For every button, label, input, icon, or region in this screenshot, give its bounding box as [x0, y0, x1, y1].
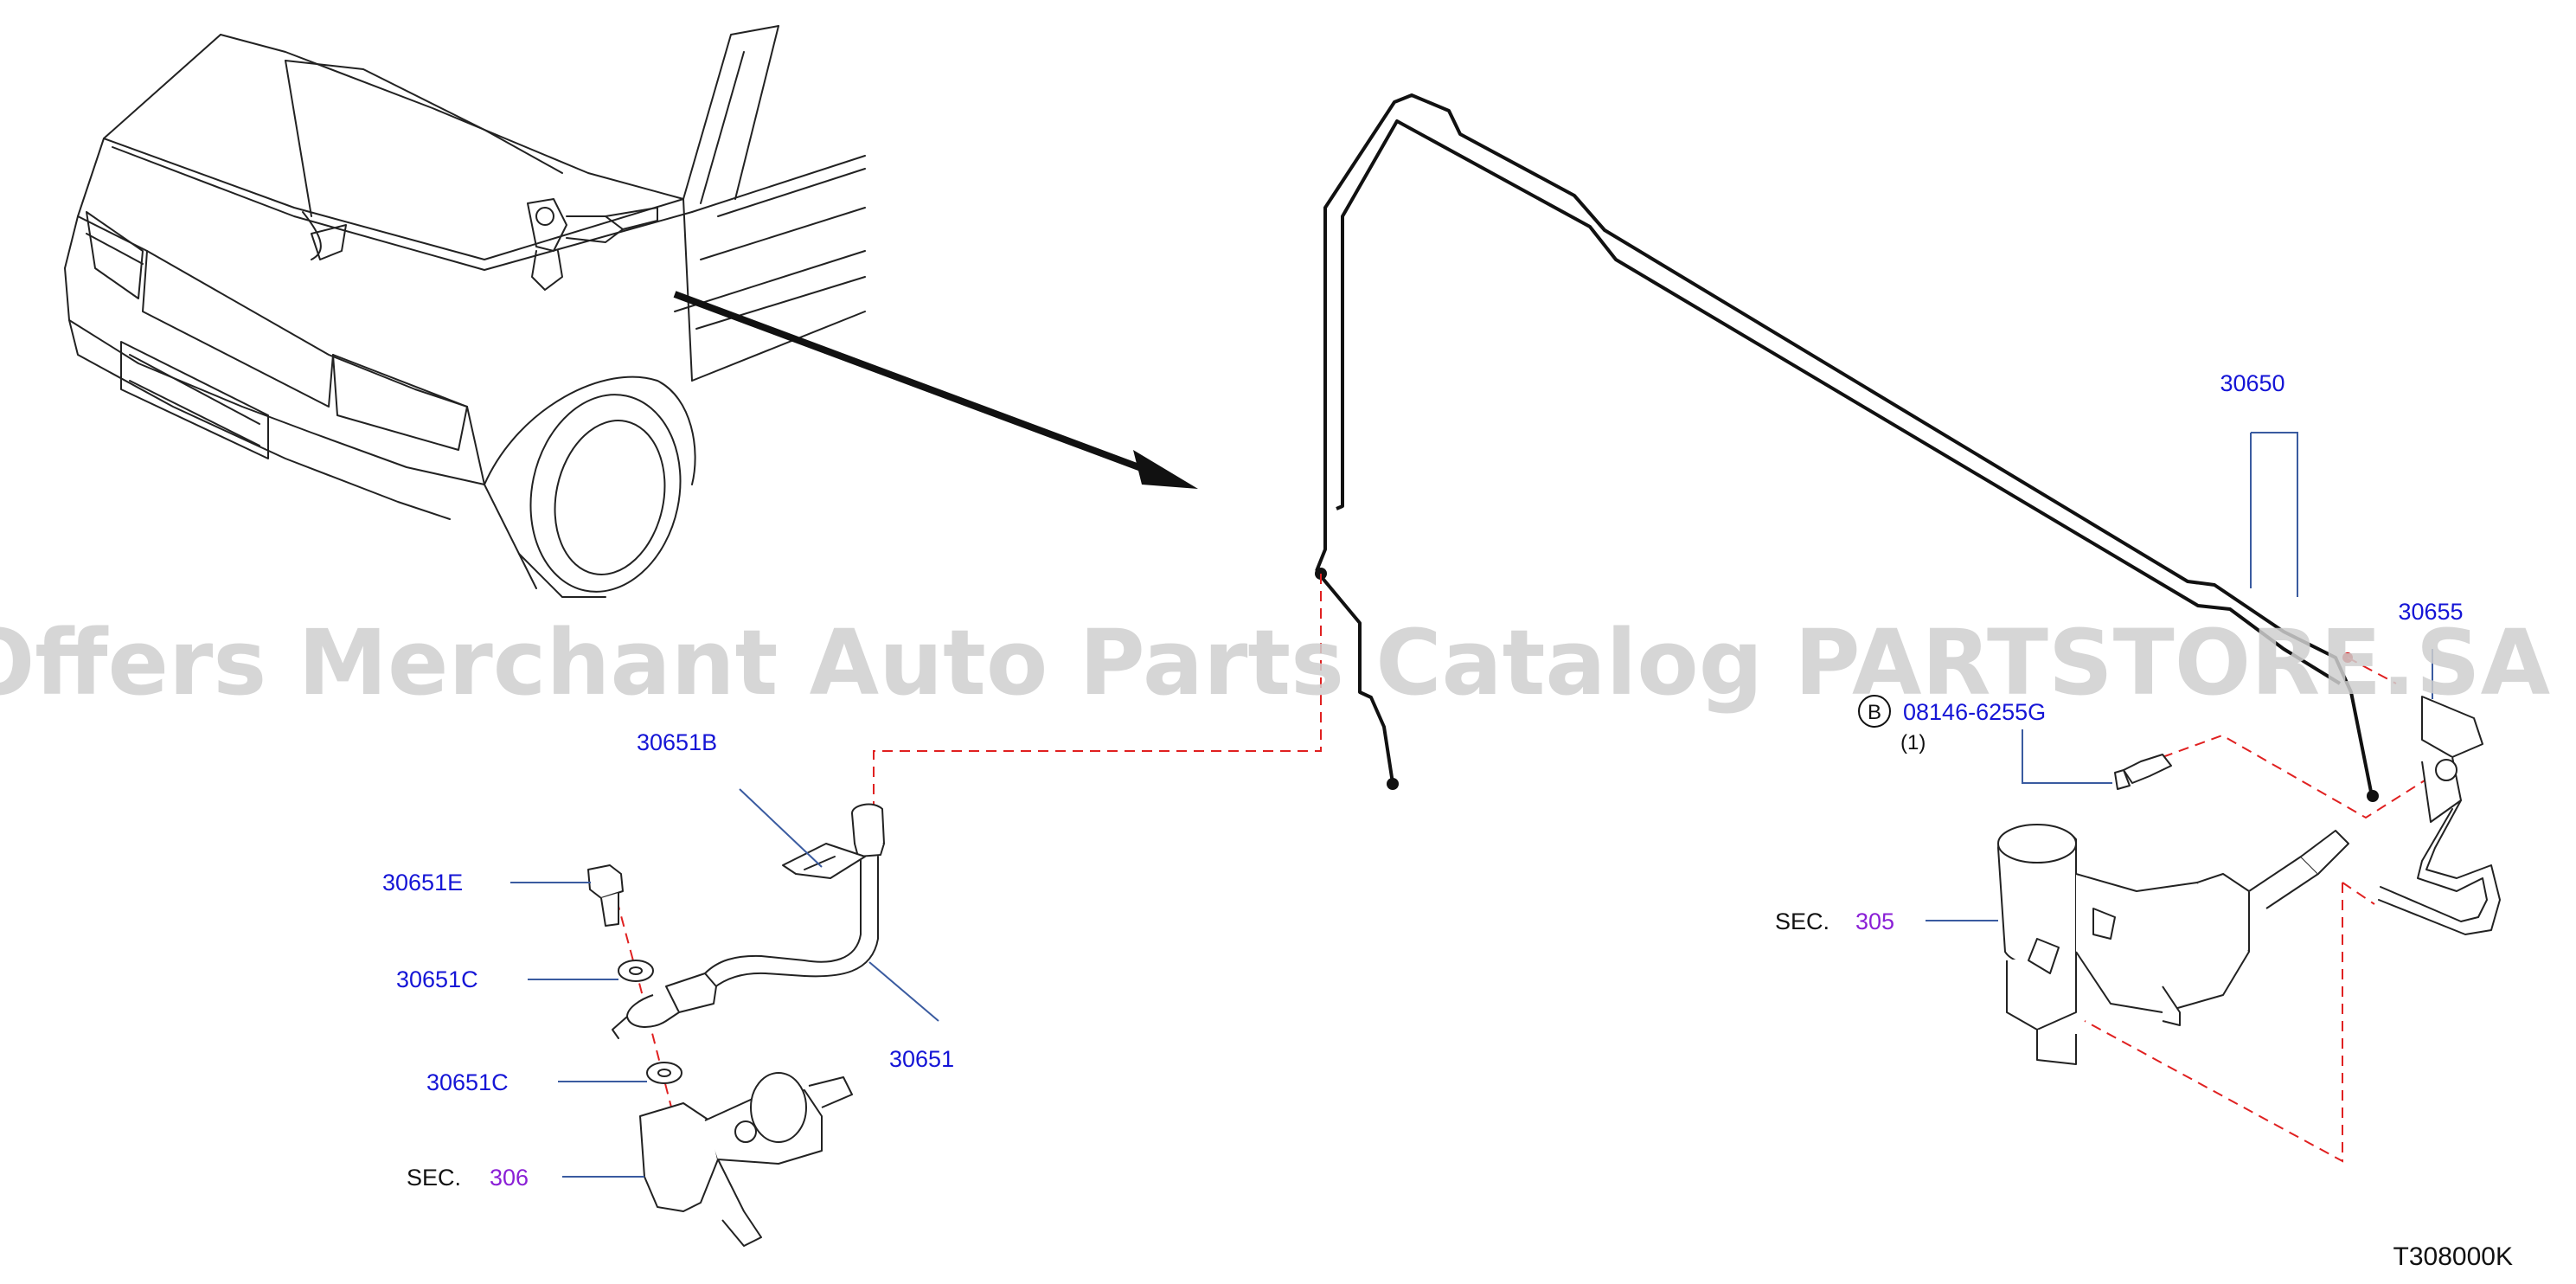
direction-arrow: [673, 291, 1198, 489]
label-sec-305-number: 305: [1855, 908, 1894, 934]
label-bolt-circle: B: [1868, 701, 1881, 724]
dashed-guides: [616, 574, 2449, 1163]
hose-30651: [612, 803, 885, 1039]
label-bolt-quantity: (1): [1900, 731, 1926, 754]
label-sec-306-number: 306: [490, 1165, 529, 1191]
label-sec-306-prefix: SEC.: [407, 1165, 461, 1191]
watermark: Offers Merchant Auto Parts Catalog PARTS…: [0, 610, 2550, 716]
operating-cylinder-sec306: [639, 1072, 853, 1247]
sec-306-callout: SEC. 306: [407, 1165, 529, 1191]
master-cylinder-sec305: [1997, 824, 2349, 1065]
washers-30651c: [618, 960, 682, 1084]
label-30651: 30651: [889, 1046, 954, 1072]
bolt-callout: B 08146-6255G (1): [1858, 695, 2046, 754]
clutch-pipe: [1315, 93, 2379, 802]
clip-30651b: [782, 843, 866, 879]
bolt-circle-icon: [1858, 695, 1891, 728]
bolt-30651e: [587, 864, 624, 927]
label-30651c-lower: 30651C: [426, 1069, 509, 1095]
diagram-code: T308000K: [2393, 1242, 2513, 1271]
label-30651b: 30651B: [637, 729, 717, 755]
label-30650: 30650: [2220, 370, 2284, 396]
label-sec-305-prefix: SEC.: [1775, 908, 1829, 934]
label-30651c-upper: 30651C: [396, 966, 478, 992]
label-08146-6255g: 08146-6255G: [1903, 699, 2046, 725]
label-30655: 30655: [2398, 599, 2463, 625]
vehicle-illustration: [64, 25, 866, 598]
leader-lines: [510, 432, 2433, 1178]
sec-305-callout: SEC. 305: [1775, 908, 1894, 934]
label-30651e: 30651E: [382, 870, 463, 896]
bracket-30655: [2378, 696, 2501, 935]
bolt-08146-6255g: [2114, 754, 2172, 790]
